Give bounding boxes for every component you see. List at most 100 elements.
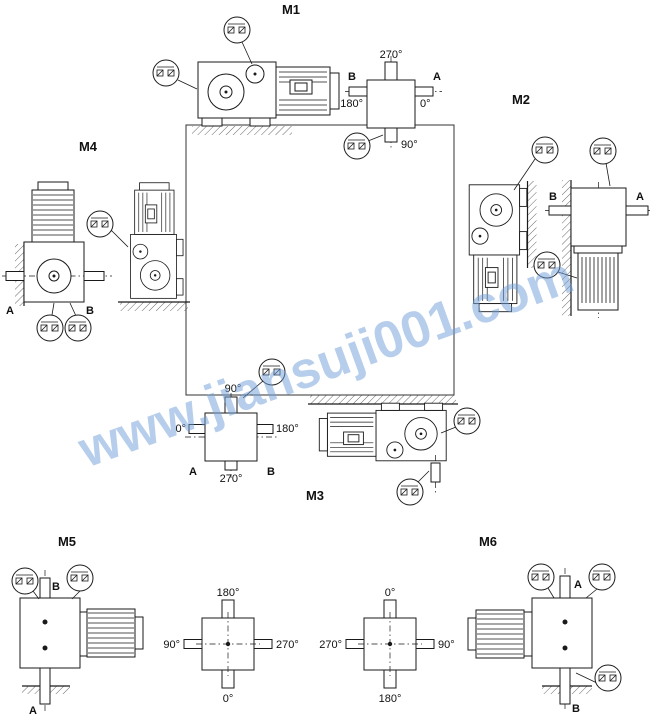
m2-shaft-b-label: B	[549, 191, 557, 203]
dial-bottom-right: 0° 270° 90° 180°	[319, 587, 454, 705]
m4-section: M4 A B	[2, 139, 190, 342]
m3-output-stub	[430, 462, 441, 483]
m4-leader-line	[51, 302, 55, 316]
bl-dial-angle-right: 270°	[276, 639, 299, 651]
m5-motor-flange	[79, 611, 88, 657]
dial-bottom-left: 180° 90° 270° 0°	[163, 587, 298, 705]
br-dial-angle-right: 90°	[438, 639, 455, 651]
oil-plug-callout-icon	[588, 563, 616, 591]
m1-leader-line	[177, 79, 198, 90]
m3-label: M3	[306, 488, 324, 503]
m5-label: M5	[58, 534, 76, 549]
m5-leader-line	[32, 590, 40, 600]
m6-label: M6	[479, 534, 497, 549]
m6-motor-flange	[523, 611, 533, 657]
oil-plug-callout-icon	[66, 564, 94, 592]
oil-plug-callout-icon	[453, 407, 481, 435]
m6-bolt-dot	[562, 619, 568, 625]
oil-plug-callout-icon	[396, 478, 424, 506]
m5-leader-line	[71, 590, 81, 600]
m6-shaft-a-label: A	[574, 579, 582, 591]
bl-dial-angle-bottom: 0°	[223, 693, 234, 705]
m1-dial-bottom-stub	[384, 127, 398, 143]
m4-motor-cap	[37, 181, 69, 191]
m3-dial-angle-left: 0°	[175, 423, 186, 435]
br-dial-angle-top: 0°	[385, 587, 396, 599]
oil-plug-callout-icon	[589, 137, 617, 165]
m5-bolt-dot	[42, 619, 48, 625]
oil-plug-callout-icon	[343, 132, 371, 160]
m6-leader-line	[547, 587, 555, 599]
m4-motor-fins	[33, 194, 73, 236]
m1-dial-leader	[367, 134, 384, 142]
br-dial-angle-left: 270°	[319, 639, 342, 651]
m3-dial-angle-right: 180°	[276, 423, 299, 435]
m6-shaft-b-label: B	[572, 703, 580, 715]
m6-leader-line	[575, 672, 598, 684]
gear-unit-outline-square	[185, 124, 455, 396]
m5-shaft-b-stub	[39, 577, 51, 599]
m1-label: M1	[282, 2, 300, 17]
m2-front-wall-hatch	[562, 180, 571, 316]
m3-leader-line	[440, 426, 457, 434]
oil-plug-callout-icon	[64, 314, 92, 342]
oil-plug-callout-icon	[36, 314, 64, 342]
m3-dial-bottom-stub	[224, 460, 238, 471]
m1-dial: 270° B A 180° 0° 90°	[340, 49, 442, 160]
m1-dial-angle-left: 180°	[340, 98, 363, 110]
m3-ceiling-hatch	[310, 395, 456, 404]
m5-gearbox	[19, 597, 81, 669]
m2-leader-line	[557, 271, 578, 279]
m1-dial-shaft-a-label: A	[433, 71, 441, 83]
m1-dial-shaft-b	[348, 86, 368, 97]
m1-floor-hatch	[192, 126, 292, 135]
m3-dial-shaft-a-label: A	[189, 466, 197, 478]
m3-dial-body	[204, 412, 258, 462]
m2-shaft-b-stub	[548, 205, 572, 216]
m1-leader-line	[241, 41, 253, 65]
m1-dial-angle-bottom: 90°	[401, 139, 418, 151]
m3-section: M3 90° 0° 180° 270° A B	[175, 358, 481, 506]
m5-motor-cap	[134, 616, 144, 650]
bl-dial-angle-left: 90°	[163, 639, 180, 651]
m5-shaft-a-label: A	[29, 705, 37, 717]
m6-leader-line	[585, 588, 598, 599]
m1-dial-shaft-a	[414, 86, 434, 97]
m1-dial-angle-right: 0°	[420, 98, 431, 110]
m2-shaft-a-stub	[625, 205, 649, 216]
oil-plug-callout-icon	[531, 136, 559, 164]
m2-leader-line	[605, 162, 611, 187]
oil-plug-callout-icon	[223, 16, 251, 44]
m3-dial-right-stub	[256, 424, 274, 434]
m6-motor-fins	[477, 613, 523, 655]
m3-dial-leader	[242, 380, 264, 399]
oil-plug-callout-icon	[86, 210, 114, 238]
m2-shaft-a-label: A	[636, 191, 644, 203]
m6-motor-cap	[467, 617, 477, 651]
m1-section: M1	[152, 2, 340, 135]
m6-bolt-dot	[562, 645, 568, 651]
m6-shaft-a-stub	[559, 575, 571, 599]
m5-shaft-a-stub	[39, 667, 51, 705]
m3-dial-shaft-b-label: B	[267, 466, 275, 478]
m1-dial-top-stub	[384, 61, 398, 81]
m3-leader-line	[416, 470, 430, 484]
m1-dial-angle-top: 270°	[380, 49, 403, 61]
m2-section: M2 B A	[468, 92, 650, 318]
m3-dial-angle-bottom: 270°	[220, 473, 243, 485]
m4-shaft-a-stub	[5, 271, 25, 281]
m4-shaft-b-label: B	[86, 305, 94, 317]
m6-shaft-b-stub	[559, 667, 571, 705]
m4-shaft-a-label: A	[6, 305, 14, 317]
m6-section: M6 A B	[467, 534, 622, 715]
m5-section: M5 B A	[11, 534, 144, 717]
m4-motor	[31, 189, 75, 243]
m2-front-motor-fins	[581, 257, 615, 303]
oil-plug-callout-icon	[152, 59, 180, 87]
m4-output-center	[52, 274, 56, 278]
m1-dial-shaft-b-label: B	[348, 71, 356, 83]
m5-motor-fins	[88, 612, 134, 654]
oil-plug-callout-icon	[594, 664, 622, 692]
m2-front-motor-flange	[573, 245, 623, 254]
